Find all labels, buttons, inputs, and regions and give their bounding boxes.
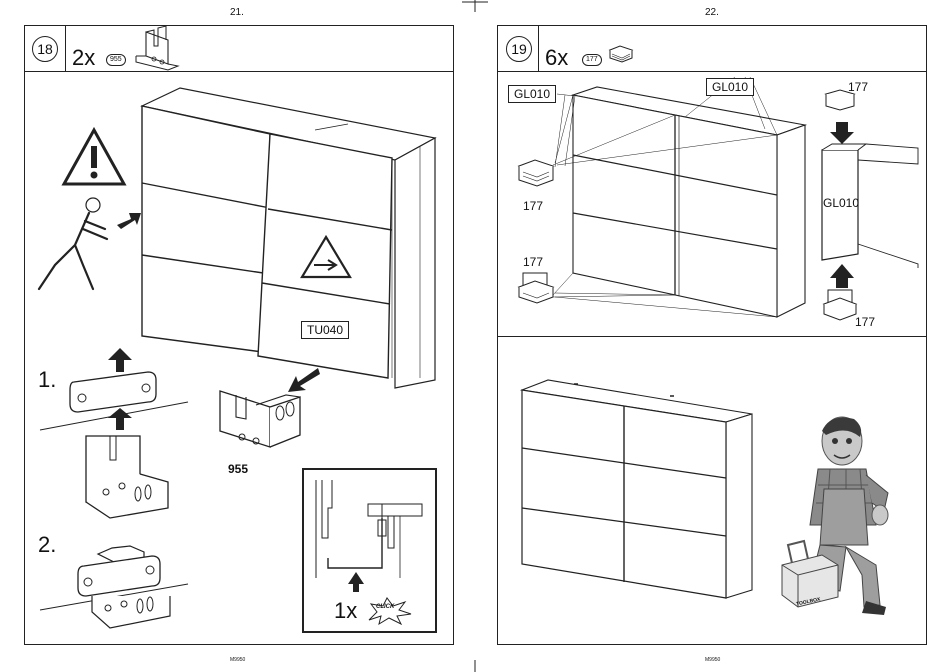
part-number-955: 955 xyxy=(228,462,248,476)
step-number-text: 18 xyxy=(37,41,53,57)
finished-wardrobe-illustration xyxy=(520,378,760,608)
guide-block-177-bottom xyxy=(517,271,557,305)
step-19-quantity: 6x xyxy=(545,45,568,71)
step-19-number-text: 19 xyxy=(511,41,527,57)
page-number-right: 22. xyxy=(705,7,719,18)
door-tag-tu040: TU040 xyxy=(301,321,349,339)
substep-1-illustration xyxy=(40,352,200,522)
rail-tag-left: GL010 xyxy=(508,85,556,103)
click-text: CLICK xyxy=(376,604,394,610)
mascot-handyman-illustration xyxy=(780,415,910,615)
part-badge-177: 177 xyxy=(582,54,602,66)
step-number-18: 18 xyxy=(32,36,58,62)
warning-icon xyxy=(62,128,126,186)
rail-side-label: GL010 xyxy=(823,196,859,210)
part-955-bracket xyxy=(216,385,306,455)
inset-quantity: 1x xyxy=(334,598,357,624)
step-quantity: 2x xyxy=(72,45,95,71)
part-177-label-a: 177 xyxy=(523,199,543,213)
rail-tag-pointers xyxy=(555,90,635,140)
step-divider-horizontal xyxy=(497,336,927,337)
part-177-label-b: 177 xyxy=(523,255,543,269)
rail-profile-illustration xyxy=(818,114,928,314)
push-arrow-icon xyxy=(115,205,145,235)
step-number-divider xyxy=(65,25,66,72)
footer-code-left: M9950 xyxy=(230,657,245,663)
click-burst-icon xyxy=(365,596,415,626)
slide-direction-icon xyxy=(300,235,352,279)
person-pushing-icon xyxy=(35,195,115,295)
detail-inset-illustration xyxy=(302,468,437,598)
guide-block-177-top xyxy=(517,158,557,188)
step-19-number-divider xyxy=(538,25,539,72)
substep-2-illustration xyxy=(40,542,200,652)
step-number-19: 19 xyxy=(506,36,532,62)
bracket-part-icon xyxy=(130,26,180,66)
guide-block-177-side-top xyxy=(824,88,858,114)
wardrobe-illustration-left xyxy=(130,88,430,388)
footer-code-right: M9950 xyxy=(705,657,720,663)
part-badge-955: 955 xyxy=(106,54,126,66)
guide-block-icon xyxy=(608,44,634,64)
part-177-label-d: 177 xyxy=(855,315,875,329)
rail-tag-center: GL010 xyxy=(706,78,754,96)
